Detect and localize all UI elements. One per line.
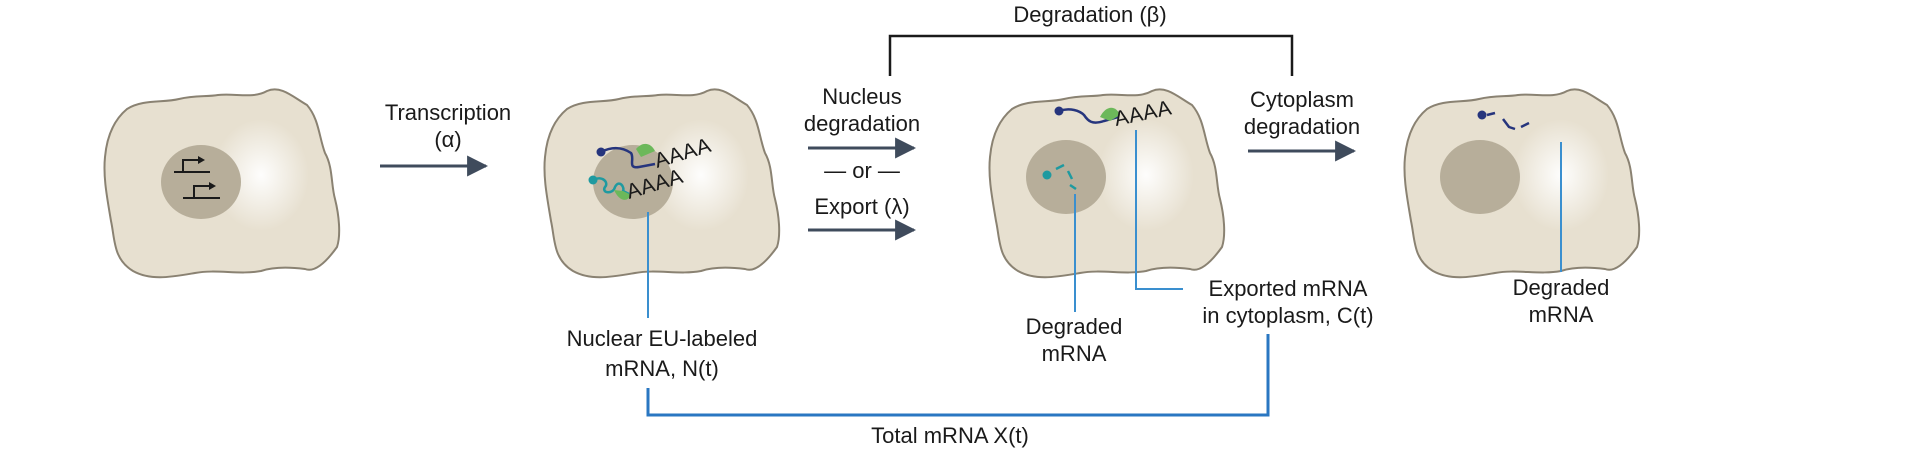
cell-2-highlight — [653, 119, 749, 231]
degraded2-label-line1: Degraded — [1513, 275, 1610, 300]
nuclear-eu-label-line1: Nuclear EU-labeled — [567, 326, 758, 351]
ribosome-icon — [636, 143, 655, 157]
total-mrna-label: Total mRNA X(t) — [871, 423, 1029, 448]
degradation-beta-label: Degradation (β) — [1013, 2, 1166, 27]
cell-1 — [103, 88, 341, 279]
nucleus-label: Nucleus — [822, 84, 901, 109]
nucleus-degradation-label: degradation — [804, 111, 920, 136]
ribosome-icon — [614, 190, 631, 200]
cell-4 — [1403, 88, 1641, 279]
transcription-step: Transcription (α) — [380, 100, 511, 177]
cell-2: AAAA AAAA — [543, 88, 781, 279]
exported-mrna-leader-line — [1135, 130, 1183, 290]
cell-1-highlight — [213, 119, 309, 231]
degradation-bracket: Degradation (β) — [888, 2, 1294, 76]
degraded-mrna-icon — [1042, 163, 1077, 191]
nucleus-degradation-step: Nucleus degradation — [804, 84, 920, 159]
cell-1-nucleus — [161, 145, 241, 219]
degraded2-label-line2: mRNA — [1529, 302, 1594, 327]
cell-3: AAAA — [988, 88, 1226, 279]
mrna-icon — [1054, 106, 1119, 124]
gene-promoter-icon — [174, 156, 220, 199]
nuclear-eu-label-line2: mRNA, N(t) — [605, 356, 719, 381]
cytoplasm-degradation-step: Cytoplasm degradation — [1244, 87, 1360, 162]
alpha-label: (α) — [434, 127, 461, 152]
mrna-icon — [588, 175, 630, 196]
cell-3-nucleus — [1026, 140, 1106, 214]
export-label: Export (λ) — [814, 194, 909, 219]
cell-4-nucleus — [1440, 140, 1520, 214]
total-mrna-bracket — [646, 334, 1270, 417]
exported-label-line1: Exported mRNA — [1209, 276, 1368, 301]
degraded-label-line1: Degraded — [1026, 314, 1123, 339]
cell-3-highlight — [1098, 119, 1194, 231]
or-label: — or — — [824, 158, 900, 183]
cytoplasm-degradation-label: degradation — [1244, 114, 1360, 139]
ribosome-icon — [1100, 107, 1120, 121]
transcription-label: Transcription — [385, 100, 511, 125]
degraded-mrna-icon — [1477, 110, 1530, 131]
cytoplasm-label: Cytoplasm — [1250, 87, 1354, 112]
mrna-icon — [596, 146, 656, 169]
degraded-label-line2: mRNA — [1042, 341, 1107, 366]
exported-label-line2: in cytoplasm, C(t) — [1202, 303, 1373, 328]
export-step: Export (λ) — [808, 194, 917, 241]
